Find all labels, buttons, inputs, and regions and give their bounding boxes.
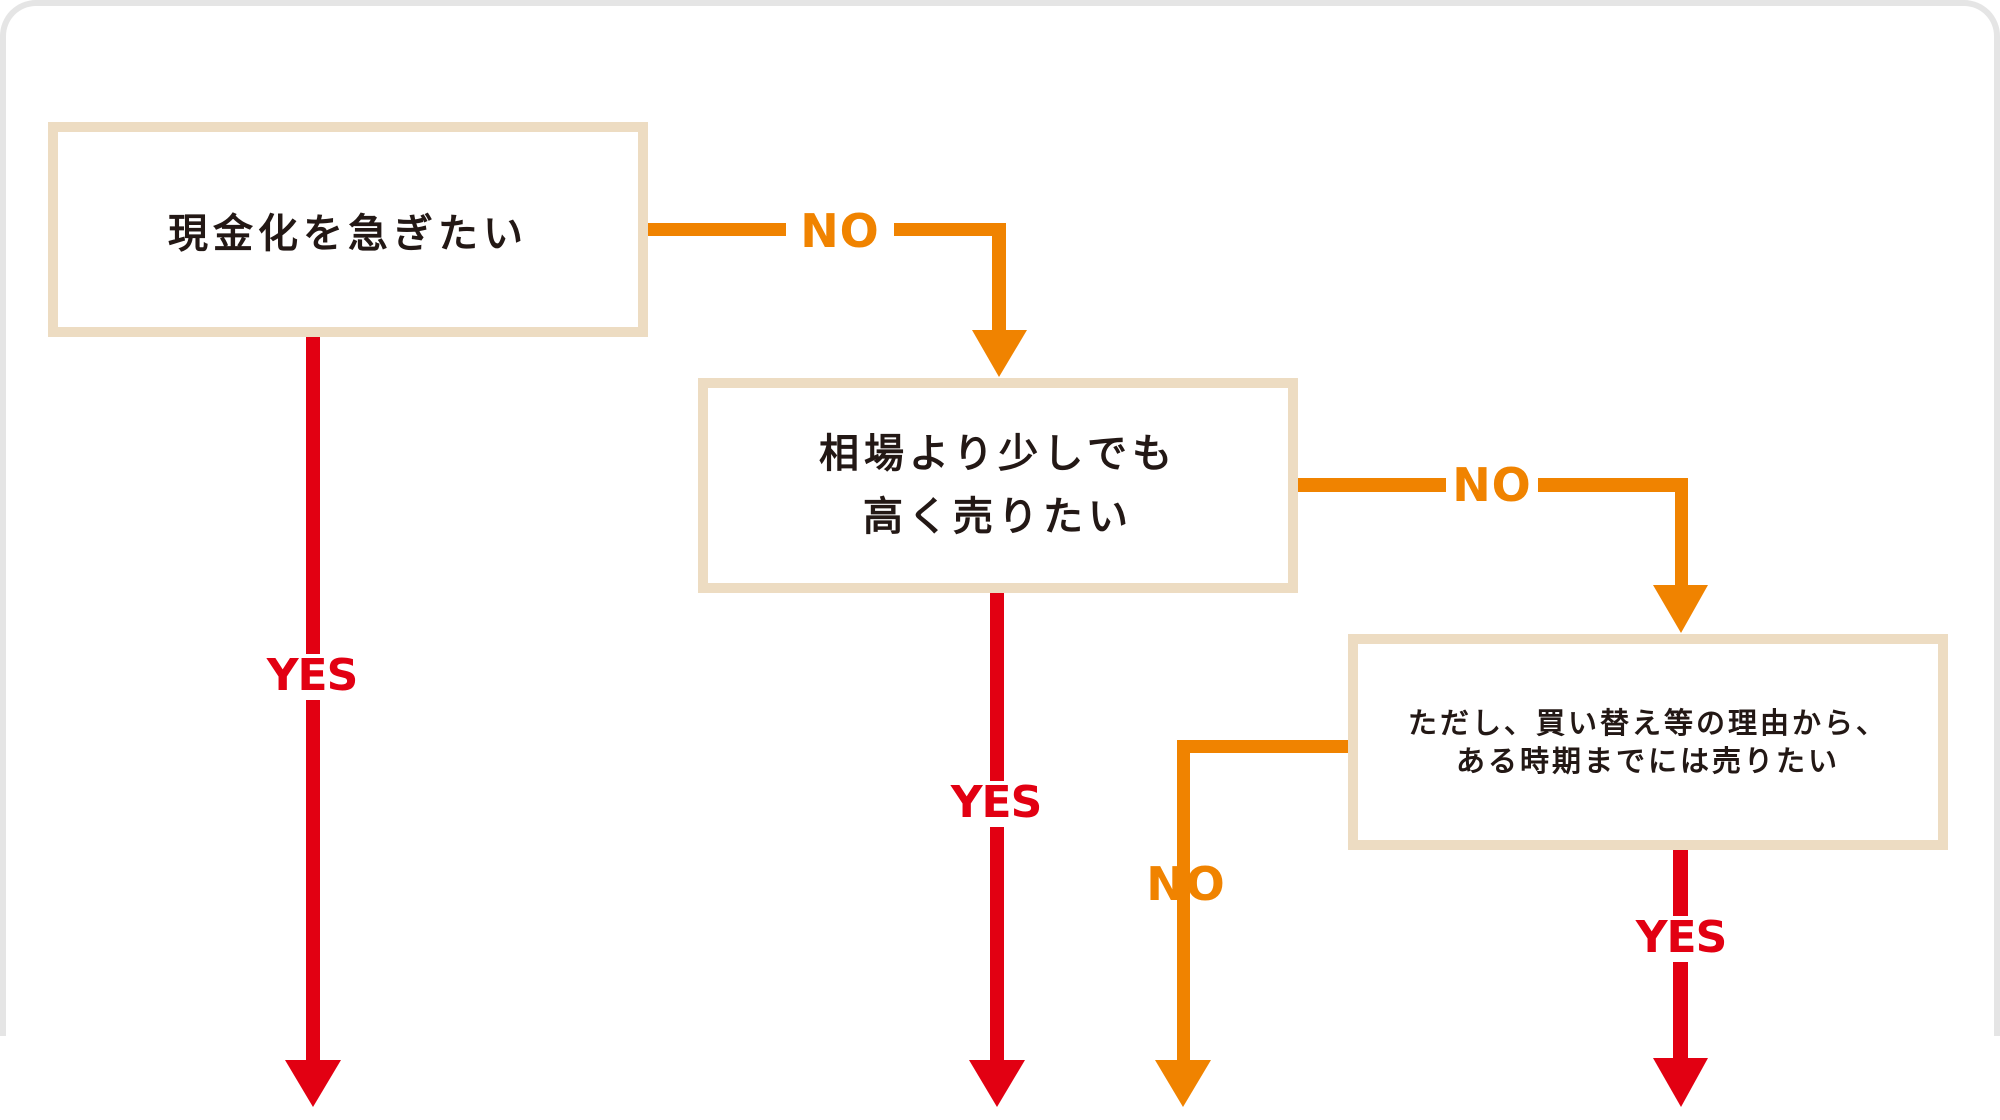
arrow-down-icon <box>969 1060 1025 1107</box>
arrow-down-icon <box>972 330 1027 377</box>
arrow-down-icon <box>1653 1058 1708 1107</box>
edge-line <box>1675 478 1688 588</box>
edge-label-q2-no: NO <box>1446 462 1538 508</box>
edge-label-q3-yes: YES <box>1633 916 1729 962</box>
arrow-down-icon <box>1155 1060 1211 1107</box>
edge-line <box>992 223 1006 333</box>
edge-q2-yes <box>969 593 1025 1107</box>
edge-line <box>1177 740 1190 1062</box>
node-text-line-2: 高く売りたい <box>863 493 1133 540</box>
edge-q3-no <box>1155 740 1348 1107</box>
edge-label-q1-no: NO <box>786 206 894 254</box>
edge-label-q2-yes: YES <box>948 781 1044 827</box>
decision-node-sell-by-deadline: ただし、買い替え等の理由から、 ある時期までには売りたい <box>1348 634 1948 850</box>
node-text: 現金化を急ぎたい <box>168 210 528 257</box>
decision-node-urgent-cash: 現金化を急ぎたい <box>48 122 648 337</box>
node-text-line-1: ただし、買い替え等の理由から、 <box>1407 706 1888 740</box>
edge-line <box>990 593 1004 1062</box>
node-text-line-1: 相場より少しでも <box>819 430 1177 477</box>
arrow-down-icon <box>285 1060 341 1107</box>
edge-q1-yes <box>285 337 341 1107</box>
node-text-line-2: ある時期までには売りたい <box>1455 744 1840 778</box>
edge-label-q1-yes: YES <box>264 654 360 700</box>
edge-line <box>1177 740 1348 753</box>
decision-node-sell-higher: 相場より少しでも 高く売りたい <box>698 378 1298 593</box>
edge-q3-yes <box>1653 850 1708 1107</box>
edge-label-q3-no: NO <box>1146 857 1226 911</box>
arrow-down-icon <box>1653 585 1708 633</box>
